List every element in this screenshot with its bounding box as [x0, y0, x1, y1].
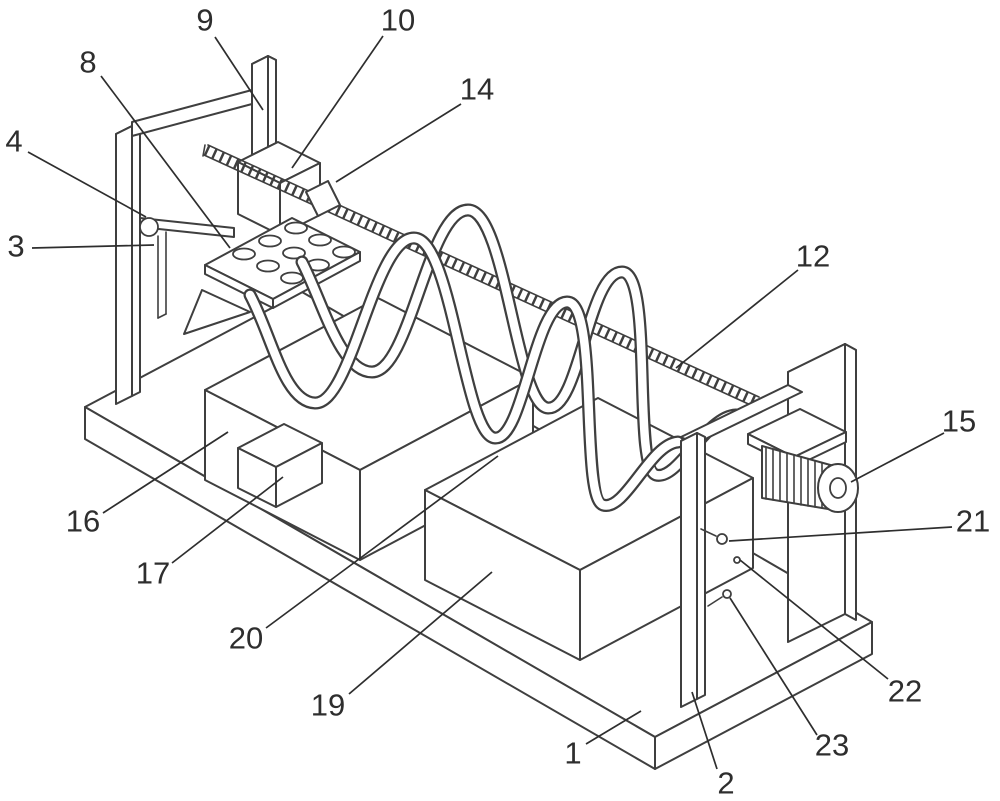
left-post-front-face: [115, 125, 133, 405]
control-box: [237, 423, 323, 508]
leader-line-3: [31, 244, 155, 249]
tray-stand: [157, 231, 251, 335]
leader-line-14: [335, 103, 462, 183]
lift-column: [251, 55, 277, 156]
part-label-16: 16: [66, 504, 100, 539]
motor: [747, 408, 859, 513]
leader-line-22: [739, 559, 889, 680]
screw-lower-shaft: [707, 596, 723, 607]
right-post-front-face: [680, 432, 698, 708]
tray-hole: [284, 221, 308, 235]
part-label-19: 19: [311, 688, 345, 723]
clamp-arm: [139, 217, 235, 238]
part-label-15: 15: [942, 404, 976, 439]
lead-screw-end-cap: [202, 144, 206, 157]
tray-hole: [332, 245, 356, 259]
part-label-21: 21: [956, 504, 990, 539]
left-frame: [115, 89, 253, 405]
leader-line-2: [691, 691, 718, 770]
lead-screw: [202, 144, 760, 408]
leader-line-9: [214, 36, 264, 111]
tray-hole: [256, 259, 280, 273]
leader-line-19: [348, 571, 493, 695]
tray-hole: [258, 234, 282, 248]
stand-foot-line: [157, 313, 167, 319]
tray-hole: [282, 246, 306, 260]
part-label-9: 9: [196, 3, 213, 38]
base-front-right-face: [654, 621, 873, 770]
lead-screw-edge: [203, 154, 756, 408]
part-label-23: 23: [815, 728, 849, 763]
screw-collar-body: [305, 180, 341, 217]
screw-lower: [722, 589, 732, 599]
part-labels: 9 10 8 14 4 3 12 15 16 21 17 20 22 19 1 23 2: [5, 3, 990, 801]
part-label-1: 1: [564, 736, 581, 771]
part-label-10: 10: [381, 3, 415, 38]
fasteners: [700, 528, 741, 607]
leader-line-21: [728, 526, 953, 542]
part-label-4: 4: [5, 124, 22, 159]
leader-line-16: [102, 431, 229, 514]
leader-line-23: [729, 597, 818, 736]
leader-line-15: [850, 432, 945, 483]
control-box-side-face: [275, 442, 323, 508]
lead-screw-threads: [203, 144, 760, 408]
pin-middle: [733, 556, 741, 564]
leader-line-12: [675, 269, 799, 369]
leader-line-4: [27, 151, 147, 218]
part-label-8: 8: [79, 45, 96, 80]
tray-hole: [308, 233, 332, 247]
leader-line-1: [585, 710, 642, 745]
motor-shaft-hub: [829, 477, 847, 499]
leader-line-10: [291, 35, 384, 169]
guide-tubes: [243, 203, 743, 512]
part-label-12: 12: [796, 239, 830, 274]
lead-screw-edge: [207, 144, 760, 398]
leader-line-8: [100, 75, 231, 249]
part-label-3: 3: [7, 229, 24, 264]
guide-tube-front-inner: [245, 233, 683, 510]
stand-bracket: [183, 289, 251, 335]
leader-line-20: [265, 455, 499, 629]
screw-upper: [716, 533, 728, 545]
leader-line-17: [171, 476, 284, 564]
part-label-14: 14: [460, 72, 494, 107]
tray-hole: [280, 271, 304, 285]
right-post-side-face: [696, 432, 706, 700]
clamp-roller: [139, 217, 159, 237]
screw-upper-shaft: [700, 528, 717, 537]
part-label-2: 2: [717, 766, 734, 801]
lift-column-side-face: [267, 55, 277, 148]
screw-collar: [305, 180, 341, 217]
left-post-side-face: [131, 125, 141, 397]
part-label-22: 22: [888, 674, 922, 709]
left-top-beam: [131, 89, 253, 137]
part-label-17: 17: [136, 556, 170, 591]
part-label-20: 20: [229, 621, 263, 656]
tray-hole: [232, 247, 256, 261]
